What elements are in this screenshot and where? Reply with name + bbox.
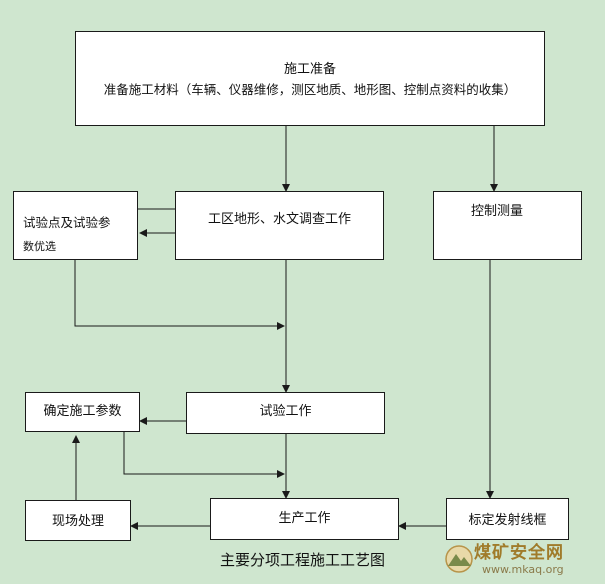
edge-params-to-main <box>123 432 285 478</box>
watermark-text: 煤矿安全网 <box>474 543 564 563</box>
watermark-logo: 煤矿安全网 www.mkaq.org <box>444 536 605 584</box>
node-test-point-optimization: 试验点及试验参 数优选 <box>13 191 138 260</box>
node-construction-preparation: 施工准备 准备施工材料（车辆、仪器维修，测区地质、地形图、控制点资料的收集） <box>75 31 545 126</box>
node-determine-parameters: 确定施工参数 <box>25 392 140 432</box>
node-calibrate-transmitter-loop: 标定发射线框 <box>446 498 569 540</box>
node-control-survey-label: 控制测量 <box>471 204 524 219</box>
node-terrain-hydrology-survey-label: 工区地形、水文调查工作 <box>207 212 351 227</box>
node-test-work-label: 试验工作 <box>259 404 312 419</box>
node-test-point-optimization-line2: 数优选 <box>23 240 56 253</box>
mountain-logo-icon <box>445 545 473 573</box>
diagram-caption: 主要分项工程施工工艺图 <box>219 551 385 569</box>
node-test-point-optimization-line1: 试验点及试验参 <box>23 215 111 230</box>
node-determine-parameters-label: 确定施工参数 <box>43 404 122 419</box>
node-calibrate-transmitter-loop-label: 标定发射线框 <box>468 513 547 528</box>
node-production-work-label: 生产工作 <box>278 511 331 526</box>
edge-optimize-to-main <box>74 260 285 330</box>
node-control-survey: 控制测量 <box>433 191 582 260</box>
node-onsite-handling-label: 现场处理 <box>51 514 104 529</box>
node-construction-preparation-title: 施工准备 <box>283 62 336 77</box>
node-onsite-handling: 现场处理 <box>25 500 131 541</box>
node-production-work: 生产工作 <box>210 498 399 540</box>
node-test-work: 试验工作 <box>186 392 385 434</box>
node-terrain-hydrology-survey: 工区地形、水文调查工作 <box>175 191 384 260</box>
watermark-url: www.mkaq.org <box>482 563 564 576</box>
node-construction-preparation-detail: 准备施工材料（车辆、仪器维修，测区地质、地形图、控制点资料的收集） <box>103 82 517 97</box>
